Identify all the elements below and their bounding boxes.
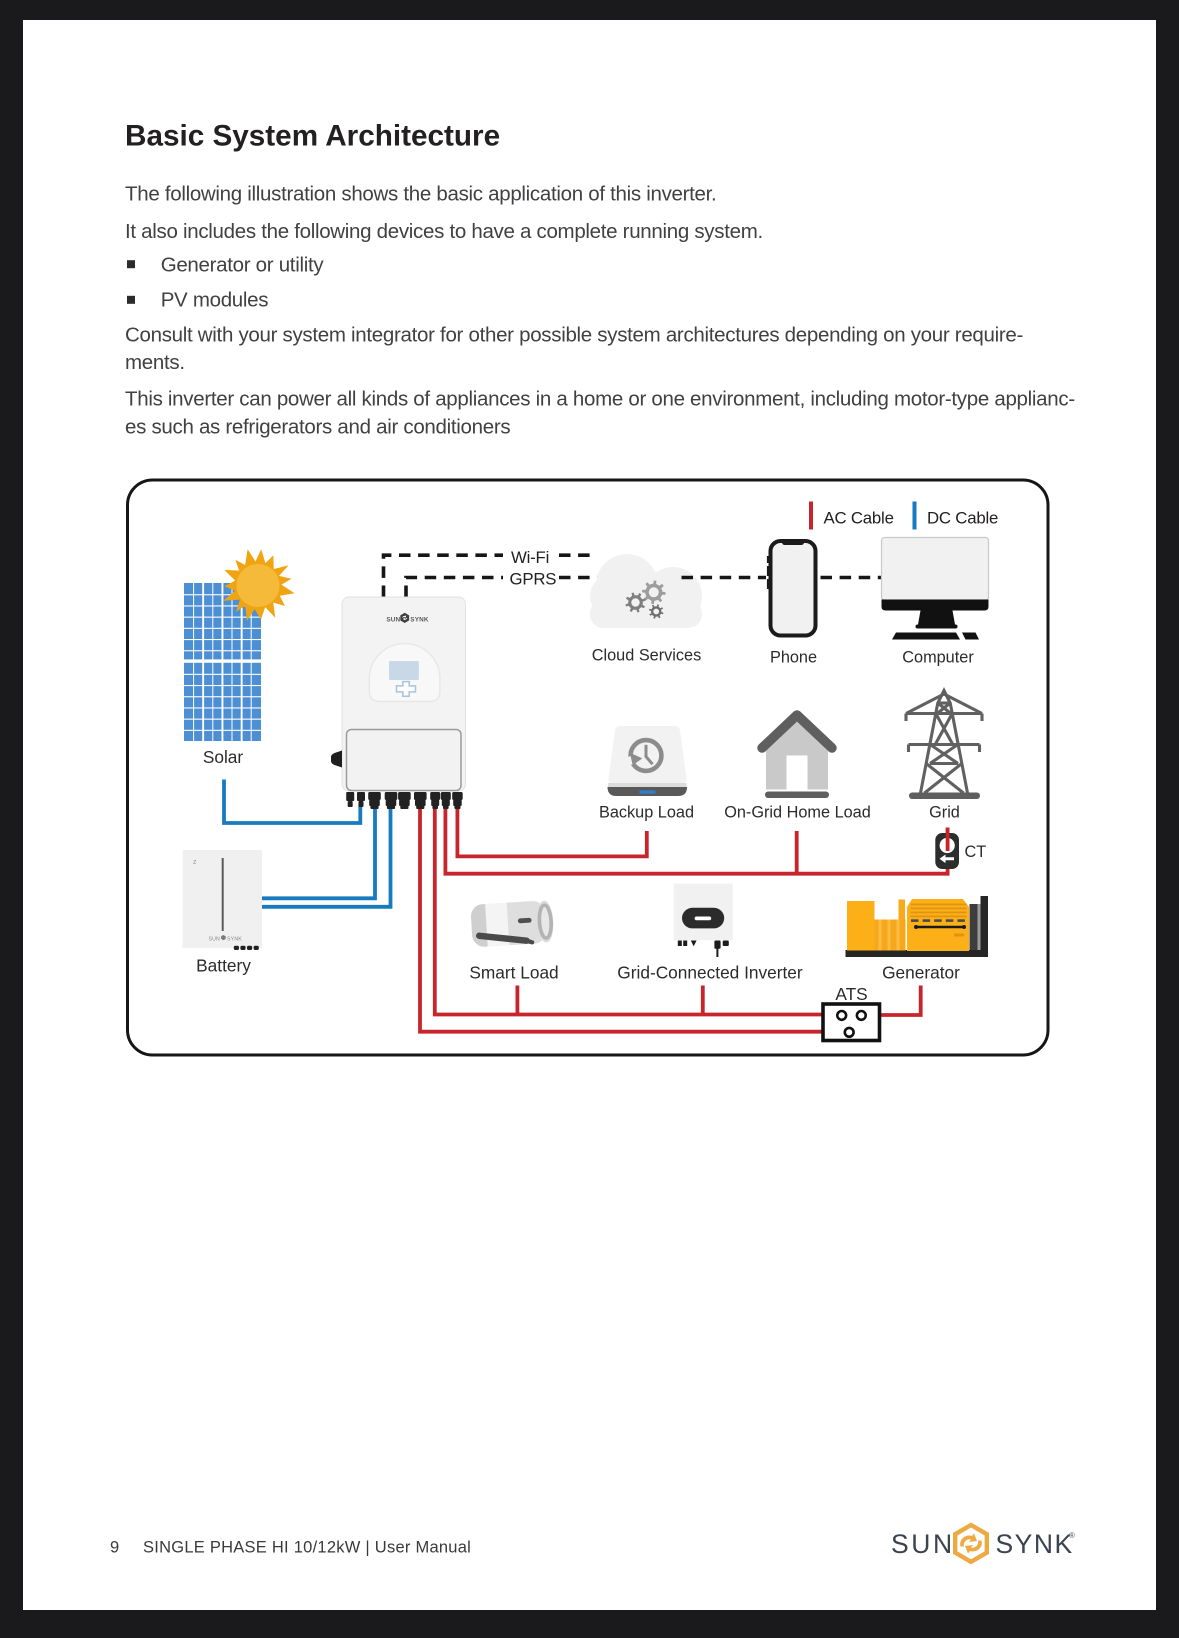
svg-text:Cloud Services: Cloud Services xyxy=(592,647,702,665)
svg-text:Wi-Fi: Wi-Fi xyxy=(511,548,549,567)
svg-text:Solar: Solar xyxy=(203,747,244,767)
svg-text:DC Cable: DC Cable xyxy=(927,509,998,528)
svg-text:Basic System Architecture: Basic System Architecture xyxy=(125,120,500,153)
svg-text:9: 9 xyxy=(110,1539,119,1557)
svg-text:GPRS: GPRS xyxy=(510,569,557,588)
svg-text:SYNK: SYNK xyxy=(996,1529,1074,1559)
svg-text:z: z xyxy=(193,859,197,866)
svg-text:Computer: Computer xyxy=(902,649,974,667)
svg-text:Smart Load: Smart Load xyxy=(469,963,558,983)
svg-text:On-Grid Home Load: On-Grid Home Load xyxy=(724,804,871,822)
svg-text:SUN: SUN xyxy=(891,1529,955,1559)
svg-text:Generator: Generator xyxy=(882,963,960,983)
svg-text:Grid-Connected Inverter: Grid-Connected Inverter xyxy=(617,963,803,983)
svg-text:SUN: SUN xyxy=(208,937,220,943)
svg-text:The following illustration sho: The following illustration shows the bas… xyxy=(125,182,716,205)
svg-text:AC Cable: AC Cable xyxy=(824,509,894,528)
svg-text:SYNK: SYNK xyxy=(410,617,429,624)
svg-text:PV modules: PV modules xyxy=(161,289,269,312)
svg-text:Backup Load: Backup Load xyxy=(599,804,694,822)
svg-text:ATS: ATS xyxy=(835,984,867,1004)
svg-text:Generator or utility: Generator or utility xyxy=(161,253,325,276)
svg-text:Consult with your system integ: Consult with your system integrator for … xyxy=(125,323,1023,346)
svg-text:It also includes the following: It also includes the following devices t… xyxy=(125,220,763,243)
svg-text:CT: CT xyxy=(965,843,987,861)
svg-text:Battery: Battery xyxy=(196,955,251,975)
svg-text:es such as refrigerators and a: es such as refrigerators and air conditi… xyxy=(125,415,510,438)
svg-text:Phone: Phone xyxy=(770,649,817,667)
svg-text:SINGLE PHASE HI 10/12kW | User: SINGLE PHASE HI 10/12kW | User Manual xyxy=(143,1539,471,1557)
svg-text:ments.: ments. xyxy=(125,351,185,374)
svg-text:SUN: SUN xyxy=(386,617,400,624)
svg-text:Grid: Grid xyxy=(929,804,960,822)
svg-text:This inverter can power all ki: This inverter can power all kinds of app… xyxy=(125,388,1075,411)
svg-text:SYNK: SYNK xyxy=(227,937,242,943)
svg-text:®: ® xyxy=(1069,1531,1075,1540)
